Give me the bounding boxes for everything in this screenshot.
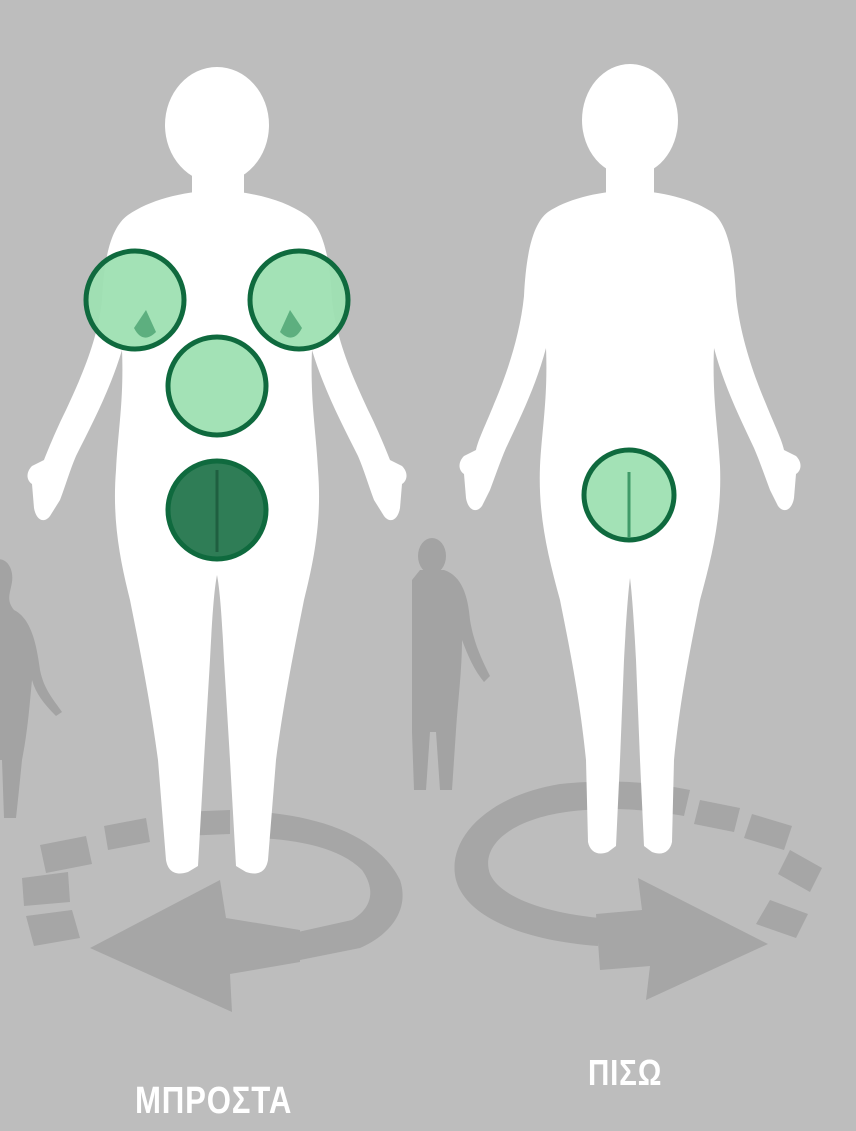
back-view-label[interactable]: ΠΙΣΩ <box>588 1052 662 1094</box>
injection-site-right-upper-arm[interactable] <box>250 251 348 349</box>
injection-site-back-thigh[interactable] <box>584 450 674 540</box>
front-view-label[interactable]: ΜΠΡΟΣΤΑ <box>135 1080 292 1123</box>
injection-site-front-thigh[interactable] <box>168 461 266 559</box>
injection-site-left-upper-arm[interactable] <box>86 251 184 349</box>
injection-site-abdomen[interactable] <box>168 337 266 435</box>
